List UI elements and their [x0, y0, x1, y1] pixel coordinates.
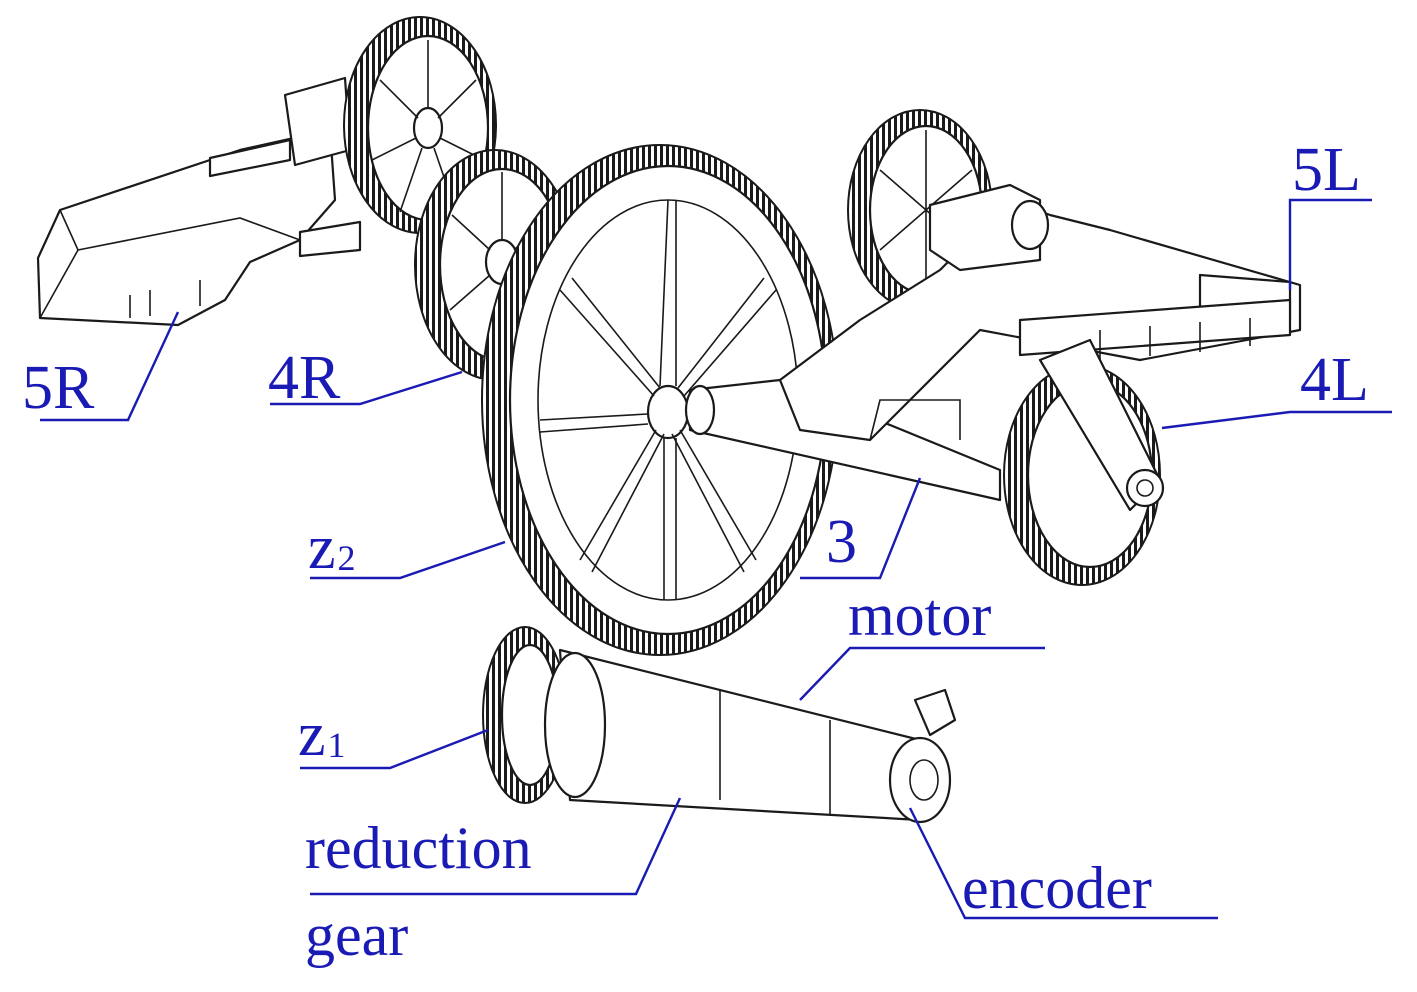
label-reduction: reduction [305, 815, 532, 881]
leader-3 [800, 477, 922, 580]
leader-4l [1161, 410, 1392, 430]
label-gear: gear [305, 902, 408, 968]
label-motor: motor [848, 582, 991, 648]
label-z2-main: z [308, 514, 336, 582]
label-4r: 4R [268, 344, 341, 412]
leader-5r [40, 311, 180, 422]
leader-4r [270, 370, 463, 406]
gear-z2 [481, 144, 839, 656]
motor-assembly [543, 648, 957, 824]
label-5r: 5R [22, 354, 95, 422]
leader-reduction [310, 797, 682, 896]
leader-lines [40, 198, 1392, 920]
label-z1-main: z [298, 701, 326, 769]
label-encoder: encoder [962, 855, 1152, 921]
leader-z2 [310, 540, 506, 580]
label-4l: 4L [1300, 346, 1369, 414]
label-z1-sub: 1 [328, 725, 346, 765]
label-z1: z1 [298, 701, 346, 769]
label-z2: z2 [308, 514, 356, 582]
leader-encoder [908, 807, 1218, 920]
leader-5l [1288, 198, 1372, 290]
gear-z1 [482, 626, 568, 804]
label-z2-sub: 2 [338, 538, 356, 578]
support-arm-5r [36, 76, 362, 327]
label-3: 3 [826, 508, 857, 576]
leader-motor [799, 646, 1045, 701]
leader-z1 [300, 728, 489, 770]
shaft-3 [684, 378, 1002, 502]
label-5l: 5L [1292, 136, 1361, 204]
gear-4l-lower [1003, 338, 1165, 586]
